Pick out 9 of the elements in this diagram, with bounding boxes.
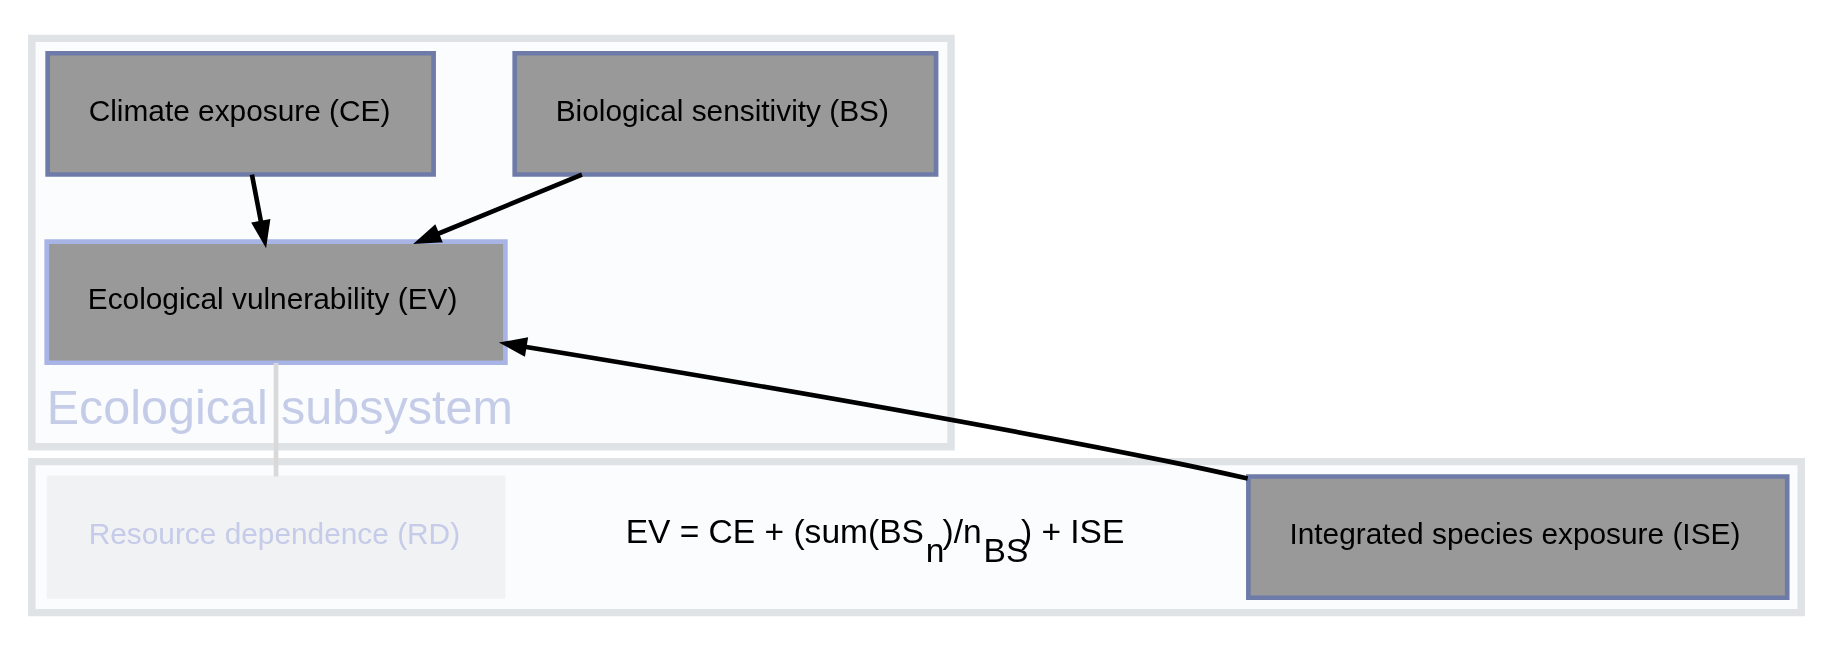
node-box: Biological sensitivity (BS) xyxy=(512,50,939,177)
node-box: Integrated species exposure (ISE) xyxy=(1246,473,1790,600)
cluster xyxy=(28,457,1805,616)
node-box: Climate exposure (CE) xyxy=(45,50,436,177)
arrow xyxy=(498,336,1249,481)
arrow xyxy=(413,172,583,244)
connector xyxy=(273,362,279,476)
arrow xyxy=(249,173,271,248)
node-box: Ecological vulnerability (EV) xyxy=(44,238,508,365)
